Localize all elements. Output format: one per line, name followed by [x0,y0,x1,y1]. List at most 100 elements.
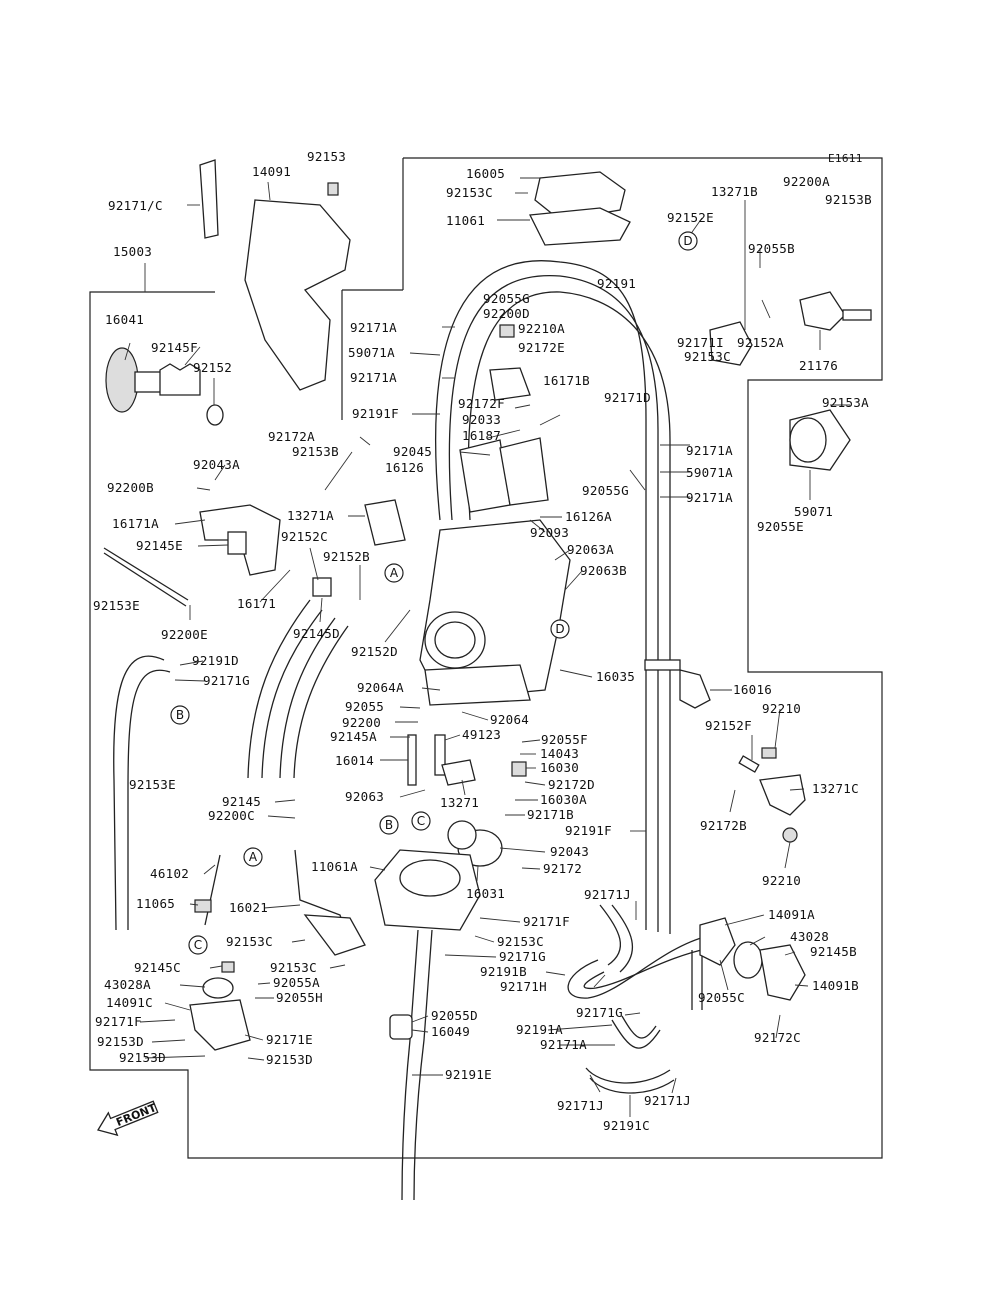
part-label: 43028 [790,929,829,944]
svg-text:D: D [683,234,692,248]
svg-text:B: B [176,708,184,722]
diagram-code: E1611 [828,152,863,165]
part-label: 46102 [150,866,189,881]
part-label: 92171A [350,320,397,335]
part-label: 92172C [754,1030,801,1045]
part-label: 92153D [97,1034,144,1049]
part-label: 92055H [276,990,323,1005]
part-label: 92153A [822,395,869,410]
part-label: 92172B [700,818,747,833]
part-label: 92153C [684,349,731,364]
part-label: 92152A [737,335,784,350]
part-label: 13271A [287,508,334,523]
part-label: 92145F [151,340,198,355]
part-label: 92210A [518,321,565,336]
frame-outline [89,157,883,1159]
part-label: 92153B [292,444,339,459]
part-label: 92063B [580,563,627,578]
part-label: 59071A [348,345,395,360]
part-label: 16035 [596,669,635,684]
part-label: 92043 [550,844,589,859]
part-label: 92200E [161,627,208,642]
part-label: 92055B [748,241,795,256]
part-label: 16171A [112,516,159,531]
svg-text:A: A [249,850,258,864]
part-label: 59071A [686,465,733,480]
part-label: 92153E [129,777,176,792]
part-label: 16030 [540,760,579,775]
part-label: 92055G [582,483,629,498]
part-label: 92145A [330,729,377,744]
part-label: 92171J [557,1098,604,1113]
part-label: 92172A [268,429,315,444]
part-label: 92152C [281,529,328,544]
part-label: 92153D [266,1052,313,1067]
part-label: 16171 [237,596,276,611]
part-label: 92171G [203,673,250,688]
part-label: 11065 [136,896,175,911]
part-label: 92152E [667,210,714,225]
part-label: 92172F [458,396,505,411]
part-label: 16126 [385,460,424,475]
part-label: 92171G [499,949,546,964]
parts [103,159,872,1051]
part-label: 92093 [530,525,569,540]
part-label: 13271 [440,795,479,810]
front-label: FRONT [114,1101,158,1129]
part-label: 11061A [311,859,358,874]
part-label: 92055D [431,1008,478,1023]
callout-c-left: C [188,935,208,955]
part-label: 92152F [705,718,752,733]
svg-text:D: D [555,622,564,636]
part-label: 92171F [523,914,570,929]
part-labels: 92153 14091 92171/C 15003 16005 92153C 1… [93,149,872,1133]
part-label: 59071 [794,504,833,519]
part-label: 92191A [516,1022,563,1037]
part-label: 15003 [113,244,152,259]
part-label: 92055E [757,519,804,534]
part-label: 16049 [431,1024,470,1039]
part-label: 16014 [335,753,374,768]
part-label: 92171D [604,390,651,405]
part-label: 92055A [273,975,320,990]
part-label: 92063 [345,789,384,804]
part-label: 92153D [119,1050,166,1065]
callout-d-carb: D [550,619,570,639]
leader-lines [124,177,850,1117]
part-label: 14091B [812,978,859,993]
svg-text:C: C [194,938,202,952]
part-label: 92191 [597,276,636,291]
part-label: 92153B [825,192,872,207]
part-label: 92172E [518,340,565,355]
part-label: 92191B [480,964,527,979]
part-label: 92152 [193,360,232,375]
part-label: 49123 [462,727,501,742]
part-label: 92055F [541,732,588,747]
part-label: 43028A [104,977,151,992]
part-label: 92043A [193,457,240,472]
part-label: 92145 [222,794,261,809]
part-label: 92210 [762,701,801,716]
part-label: 92063A [567,542,614,557]
part-label: 92153C [226,934,273,949]
part-label: 16031 [466,886,505,901]
callout-b-left: B [170,705,190,725]
part-label: 92055G [483,291,530,306]
part-label: 92171E [266,1032,313,1047]
part-label: 13271B [711,184,758,199]
part-label: 92153C [446,185,493,200]
part-label: 92171J [584,887,631,902]
part-label: 16021 [229,900,268,915]
part-label: 21176 [799,358,838,373]
part-label: 92200D [483,306,530,321]
part-label: 16171B [543,373,590,388]
part-label: 92045 [393,444,432,459]
part-label: 92171G [576,1005,623,1020]
callout-b-bowl: B [379,815,399,835]
part-label: 92055C [698,990,745,1005]
part-label: 92210 [762,873,801,888]
part-label: 92171I [677,335,724,350]
part-label: 92153E [93,598,140,613]
part-label: 92033 [462,412,501,427]
